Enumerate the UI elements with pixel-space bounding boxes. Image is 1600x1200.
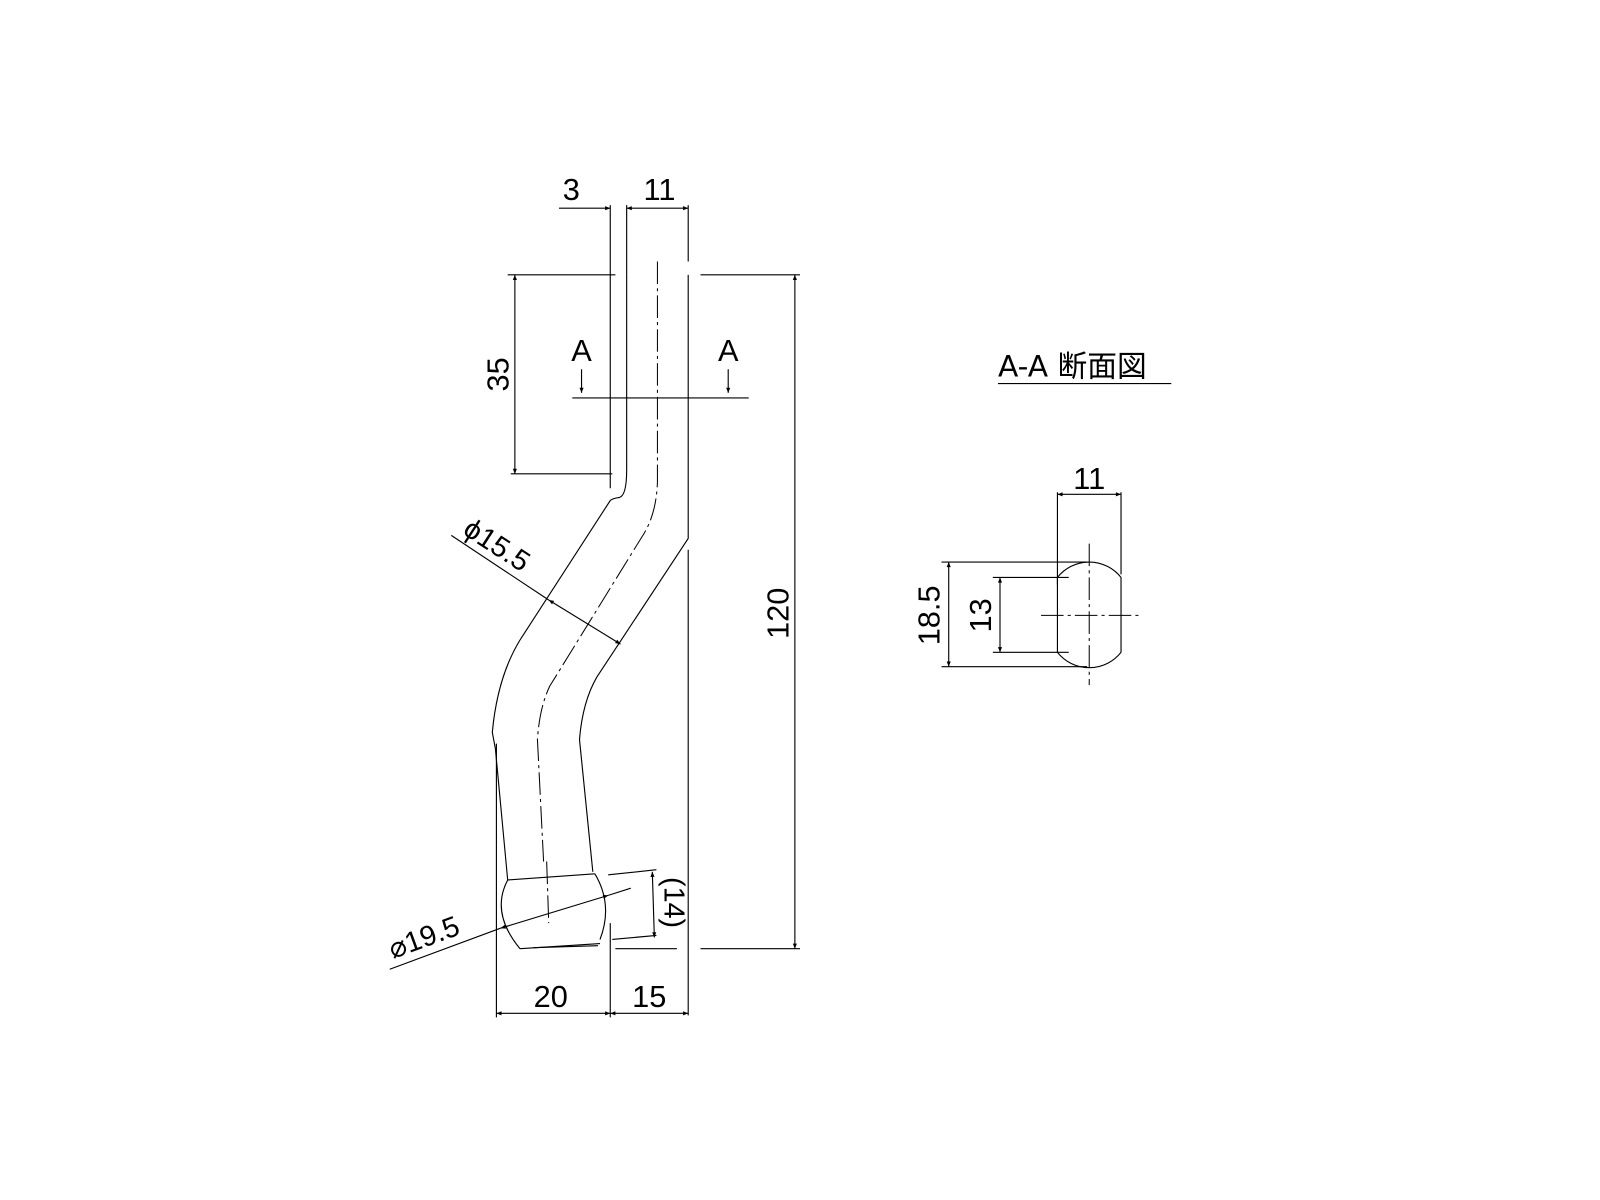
- section-outer-height-label: 18.5: [911, 585, 946, 645]
- section-view: A-A 断面図 11 18.5 13: [911, 349, 1172, 686]
- section-mark-left: A: [571, 333, 592, 368]
- dim-35-label: 35: [481, 357, 516, 391]
- dim-diameter-19-5-label: ⌀19.5: [384, 910, 464, 965]
- dim-width-11: 11: [644, 172, 676, 207]
- dimension-14: (14): [608, 869, 690, 941]
- section-line-a: A A: [571, 333, 749, 399]
- dimension-diameter-15-5: ϕ15.5: [450, 512, 621, 645]
- dimension-35: 35: [481, 274, 616, 475]
- section-width-label: 11: [1073, 461, 1105, 496]
- bottom-dimensions: 20 15: [495, 743, 689, 1018]
- centerline: [536, 261, 658, 862]
- section-title: A-A 断面図: [998, 349, 1147, 384]
- dim-diameter-15-5-label: ϕ15.5: [458, 512, 536, 578]
- section-mark-right: A: [718, 333, 739, 368]
- section-flat-height-label: 13: [963, 598, 998, 632]
- lever-outline: [491, 205, 689, 1016]
- dimension-120: 120: [700, 274, 800, 950]
- section-centerlines: [1041, 543, 1139, 686]
- top-dimensions: 3 11: [558, 172, 689, 275]
- dim-20-label: 20: [534, 979, 568, 1014]
- dim-14-label: (14): [658, 877, 690, 928]
- cross-section-shape: [1056, 561, 1122, 669]
- knob-outline: [500, 861, 607, 950]
- dim-offset-3: 3: [563, 172, 580, 207]
- dim-15-label: 15: [632, 979, 666, 1014]
- dim-120-label: 120: [761, 588, 796, 639]
